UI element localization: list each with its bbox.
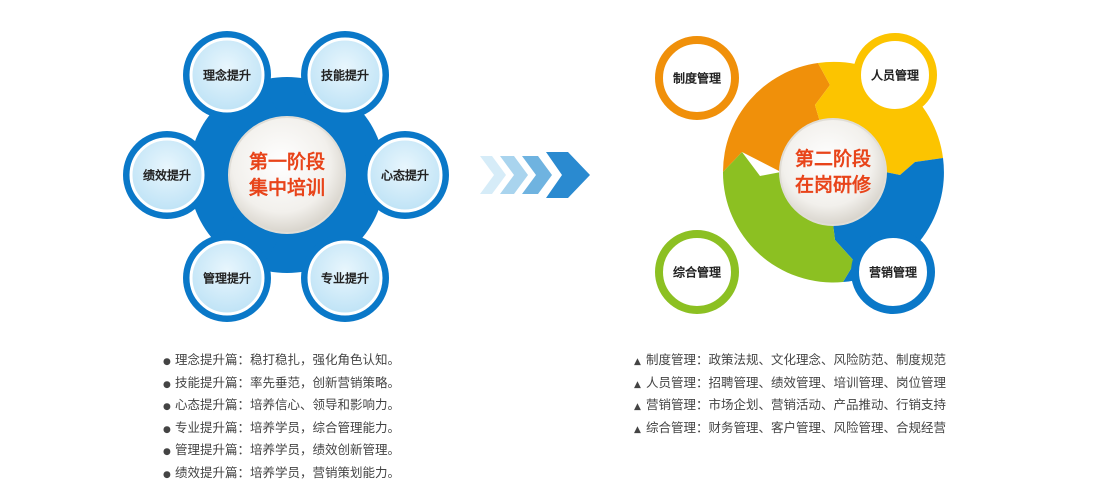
list-item: ●绩效提升篇：培养学员，营销策划能力。 [163,463,400,486]
stage2-node: 综合管理 [672,265,722,280]
stage1-node: 心态提升 [380,168,430,183]
bullet-icon: ● [163,379,171,390]
triangle-bullet-icon: ▲ [634,379,641,390]
stage1-node: 专业提升 [320,271,370,286]
bullet-icon: ● [163,447,171,457]
list-item: ●管理提升篇：培养学员，绩效创新管理。 [163,440,400,463]
list-item: ●专业提升篇：培养学员，综合管理能力。 [163,418,400,441]
stage2-title-line1: 第二阶段 [794,148,872,170]
list-item: ●技能提升篇：率先垂范，创新营销策略。 [163,373,400,396]
triangle-bullet-icon: ▲ [634,357,641,367]
stage1-node: 技能提升 [320,68,370,83]
list-item: ●心态提升篇：培养信心、领导和影响力。 [163,395,400,418]
list-item: ▲营销管理：市场企划、营销活动、产品推动、行销支持 [634,395,946,418]
stage2-node: 营销管理 [868,265,918,280]
bullet-icon: ● [163,424,171,435]
stage2-title: 第二阶段 在岗研修 [795,146,871,198]
stage2-title-line2: 在岗研修 [794,174,872,196]
stage2-list: ▲制度管理：政策法规、文化理念、风险防范、制度规范 ▲人员管理：招聘管理、绩效管… [634,350,946,440]
stage1-hub [123,31,449,322]
bullet-icon: ● [163,469,171,480]
stage2-node: 人员管理 [870,68,920,83]
list-item: ▲人员管理：招聘管理、绩效管理、培训管理、岗位管理 [634,373,946,396]
list-item: ▲制度管理：政策法规、文化理念、风险防范、制度规范 [634,350,946,373]
list-item: ●理念提升篇：稳打稳扎，强化角色认知。 [163,350,400,373]
stage1-title-line2: 集中培训 [248,177,326,199]
stage1-title-line1: 第一阶段 [248,151,326,173]
stage1-list: ●理念提升篇：稳打稳扎，强化角色认知。 ●技能提升篇：率先垂范，创新营销策略。 … [163,350,400,485]
list-item: ▲综合管理：财务管理、客户管理、风险管理、合规经营 [634,418,946,441]
chevron-arrow-icon [480,152,590,198]
triangle-bullet-icon: ▲ [634,424,641,435]
stage1-title: 第一阶段 集中培训 [249,149,325,201]
bullet-icon: ● [163,402,171,412]
triangle-bullet-icon: ▲ [634,402,641,412]
bullet-icon: ● [163,357,171,367]
stage1-node: 理念提升 [202,68,252,83]
stage1-node: 管理提升 [202,271,252,286]
stage2-cycle [655,33,944,314]
stage1-node: 绩效提升 [142,168,192,183]
stage2-node: 制度管理 [672,71,722,86]
